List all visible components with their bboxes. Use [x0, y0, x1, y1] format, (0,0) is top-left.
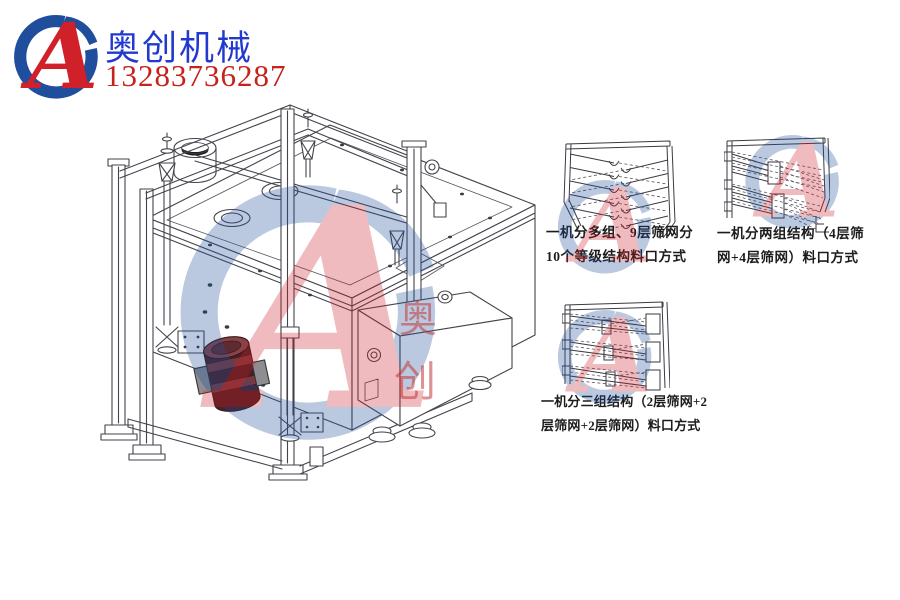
caption-line-2: 层筛网+2层筛网）料口方式: [541, 418, 701, 433]
diagram-caption: 一机分两组结构（4层筛 网+4层筛网）料口方式: [717, 222, 864, 270]
diagram-two-group-art: [724, 137, 830, 233]
caption-line-1: 一机分三组结构（2层筛网+2: [541, 394, 708, 409]
lid-bolts: [208, 143, 492, 297]
support-frame-posts: [268, 108, 447, 481]
suspension-rod-left: [155, 132, 205, 354]
logo-letter: A: [20, 6, 99, 100]
company-name: 奥创机械: [105, 29, 254, 68]
inspection-ring-left: [213, 208, 251, 228]
caption-line-1: 一机分两组结构（4层筛: [717, 226, 865, 241]
suspension-hanger-middle: [300, 108, 316, 178]
suspension-hanger-right: [389, 184, 405, 266]
logo-blue-swoosh: [14, 14, 98, 99]
diagram-nine-layer: 一机分多组、9层筛网分 10个等级结构料口方式: [540, 136, 716, 288]
support-frame: [100, 104, 421, 461]
company-logo: A: [6, 2, 102, 110]
base-frame: [127, 392, 473, 475]
diagram-two-group: 一机分两组结构（4层筛 网+4层筛网）料口方式: [712, 134, 900, 288]
diagram-caption: 一机分三组结构（2层筛网+2 层筛网+2层筛网）料口方式: [541, 390, 707, 438]
logo-mark-icon: A: [14, 2, 99, 110]
phone-number: 13283736287: [105, 58, 287, 93]
suspension-rod-middle: [278, 326, 324, 442]
caption-line-2: 10个等级结构料口方式: [546, 249, 687, 264]
logo-swoosh-tip: [63, 16, 98, 46]
diagram-caption: 一机分多组、9层筛网分 10个等级结构料口方式: [546, 221, 693, 269]
vibration-motor: [193, 336, 271, 412]
chute-feet: [368, 375, 492, 443]
discharge-chute: [357, 290, 513, 443]
diagram-three-group-art: [562, 301, 670, 391]
header: A 奥创机械 13283736287: [6, 2, 306, 110]
diagram-nine-layer-art: [563, 140, 676, 239]
machine-drawing: [100, 104, 536, 481]
caption-line-1: 一机分多组、9层筛网分: [546, 225, 694, 240]
diagram-three-group: 一机分三组结构（2层筛网+2 层筛网+2层筛网）料口方式: [538, 296, 730, 450]
caption-line-2: 网+4层筛网）料口方式: [717, 250, 859, 265]
